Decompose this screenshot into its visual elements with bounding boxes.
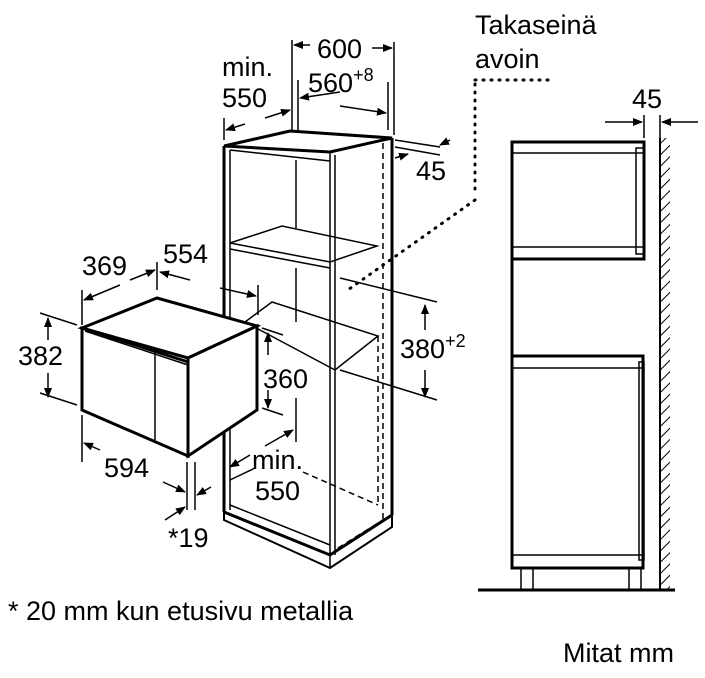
label-560-tolerance: +8 xyxy=(353,65,374,85)
label-min-bottom: min. xyxy=(252,445,304,475)
label-380-tolerance: +2 xyxy=(445,331,466,351)
label-380: 380+2 xyxy=(400,332,466,364)
label-550-bottom: 550 xyxy=(255,476,301,506)
rear-wall-leader xyxy=(343,78,552,294)
label-rear-wall-open: avoin xyxy=(475,44,540,74)
label-369: 369 xyxy=(82,251,128,281)
label-560: 560+8 xyxy=(308,66,374,98)
label-360: 360 xyxy=(263,364,309,394)
label-380-value: 380 xyxy=(400,334,446,364)
label-min-top: min. xyxy=(222,52,274,82)
footnote: * 20 mm kun etusivu metallia xyxy=(8,596,354,626)
label-19: *19 xyxy=(168,523,209,553)
label-382: 382 xyxy=(18,341,64,371)
side-elevation xyxy=(478,115,698,592)
label-rear-wall: Takaseinä xyxy=(475,10,597,40)
label-554: 554 xyxy=(163,239,209,269)
units-note: Mitat mm xyxy=(563,638,674,668)
tall-cabinet xyxy=(222,129,394,570)
microwave-appliance xyxy=(77,296,262,459)
label-45-gap: 45 xyxy=(416,156,447,186)
dimension-lines xyxy=(39,40,451,521)
label-560-value: 560 xyxy=(308,68,354,98)
label-594: 594 xyxy=(104,453,150,483)
label-550-top: 550 xyxy=(222,83,268,113)
label-45-side: 45 xyxy=(632,84,663,114)
label-600: 600 xyxy=(317,34,363,64)
